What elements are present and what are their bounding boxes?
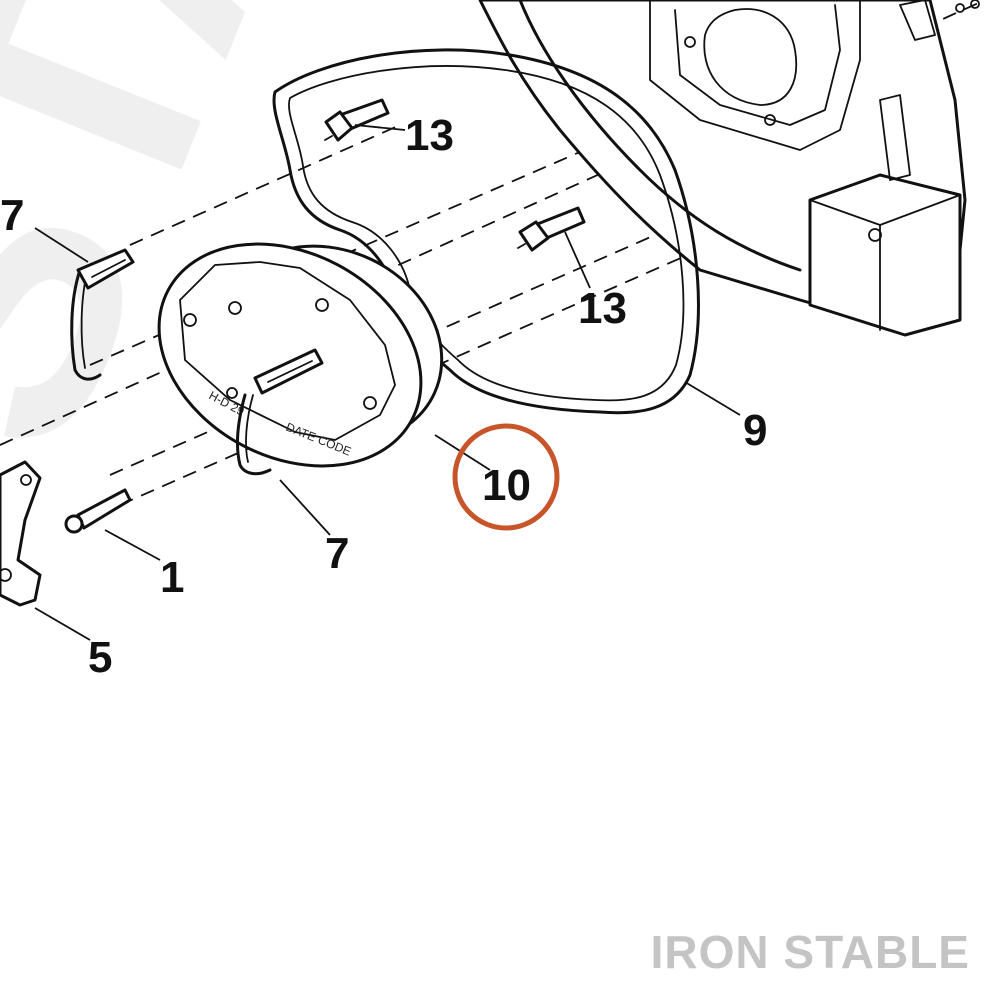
bolt-icon [64, 488, 132, 534]
callout-belt: 9 [743, 406, 767, 455]
housing-icon [478, 0, 980, 337]
bolt-icon [324, 98, 390, 142]
pulley-icon: H-D 29 DATE CODE [157, 242, 444, 468]
leader-clip-lower [279, 479, 331, 536]
callout-labels: 13 7 13 13 9 10 7 1 5 [0, 0, 767, 682]
leader-lines [34, 124, 741, 641]
callout-bolt-upper: 13 [405, 111, 454, 160]
callout-clip-lower: 7 [325, 529, 349, 578]
highlight-circle [452, 423, 560, 531]
bolt-icon [517, 206, 586, 252]
brand-logo: IRON STABLE [651, 926, 970, 978]
callout-bracket: 5 [88, 633, 112, 682]
callout-clip-left: 7 [0, 191, 24, 240]
leader-clip-left [34, 227, 89, 263]
spring-clip-icon [70, 248, 135, 381]
spring-clip-icon [236, 348, 324, 476]
bracket-icon [0, 460, 42, 607]
assembly-line-5 [129, 124, 401, 246]
callout-pulley: 10 [482, 461, 531, 510]
belt-icon [272, 48, 700, 415]
leader-bolt-long [104, 529, 161, 561]
assembly-line-4 [109, 234, 656, 476]
callout-bolt-long: 1 [160, 553, 184, 602]
leader-bracket [34, 607, 91, 641]
leader-belt [684, 381, 741, 416]
leader-bolt-upper [354, 124, 406, 131]
callout-bolt-lower: 13 [578, 284, 627, 333]
callout-top-partial: 13 [388, 0, 437, 4]
leader-bolt-lower [564, 231, 591, 289]
